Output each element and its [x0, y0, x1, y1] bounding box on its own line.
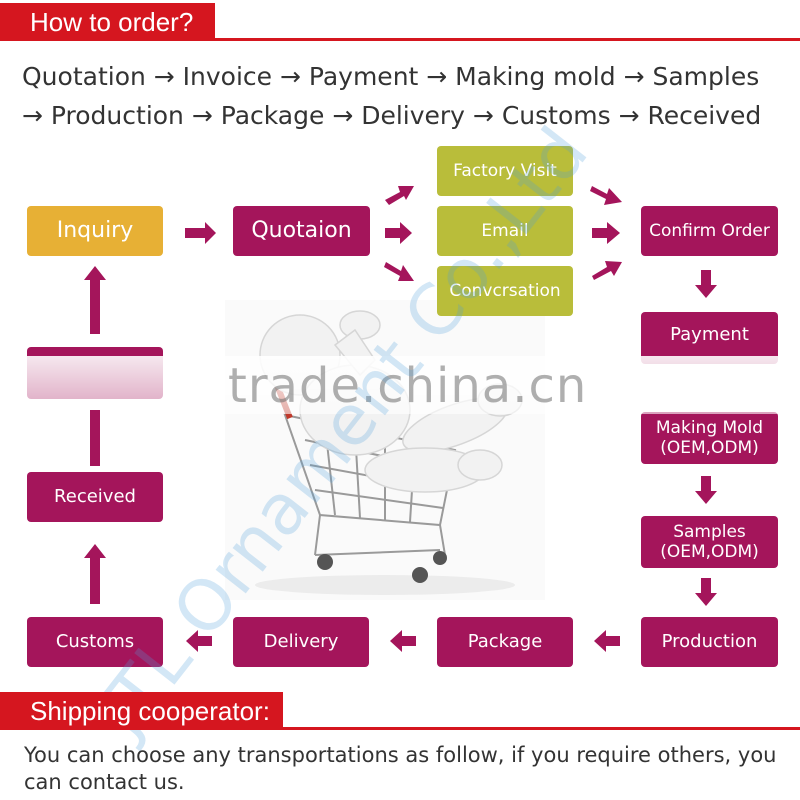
package-box: Package — [437, 617, 573, 667]
email-box: Email — [437, 206, 573, 256]
watermark-text: trade.china.cn — [228, 358, 588, 414]
shipping-cooperator-header: Shipping cooperator: — [0, 692, 283, 730]
conversation-box: Convcrsation — [437, 266, 573, 316]
steps-line-1: Quotation → Invoice → Payment → Making m… — [22, 62, 760, 91]
payment-box: Payment — [641, 312, 778, 364]
how-to-order-header: How to order? — [0, 3, 215, 41]
watermark-band — [0, 356, 800, 414]
header-divider — [0, 38, 800, 41]
inquiry-box: Inquiry — [27, 206, 163, 256]
customs-box: Customs — [27, 617, 163, 667]
confirm-order-box: Confirm Order — [641, 206, 778, 256]
steps-line-2: → Production → Package → Delivery → Cust… — [22, 101, 762, 130]
quotation-box: Quotaion — [233, 206, 370, 256]
shipping-description: You can choose any transportations as fo… — [24, 743, 777, 794]
samples-box: Samples (OEM,ODM) — [641, 516, 778, 568]
delivery-box: Delivery — [233, 617, 369, 667]
shipping-divider — [0, 727, 800, 730]
making-mold-box: Making Mold (OEM,ODM) — [641, 412, 778, 464]
production-box: Production — [641, 617, 778, 667]
received-box: Received — [27, 472, 163, 522]
factory-visit-box: Factory Visit — [437, 146, 573, 196]
